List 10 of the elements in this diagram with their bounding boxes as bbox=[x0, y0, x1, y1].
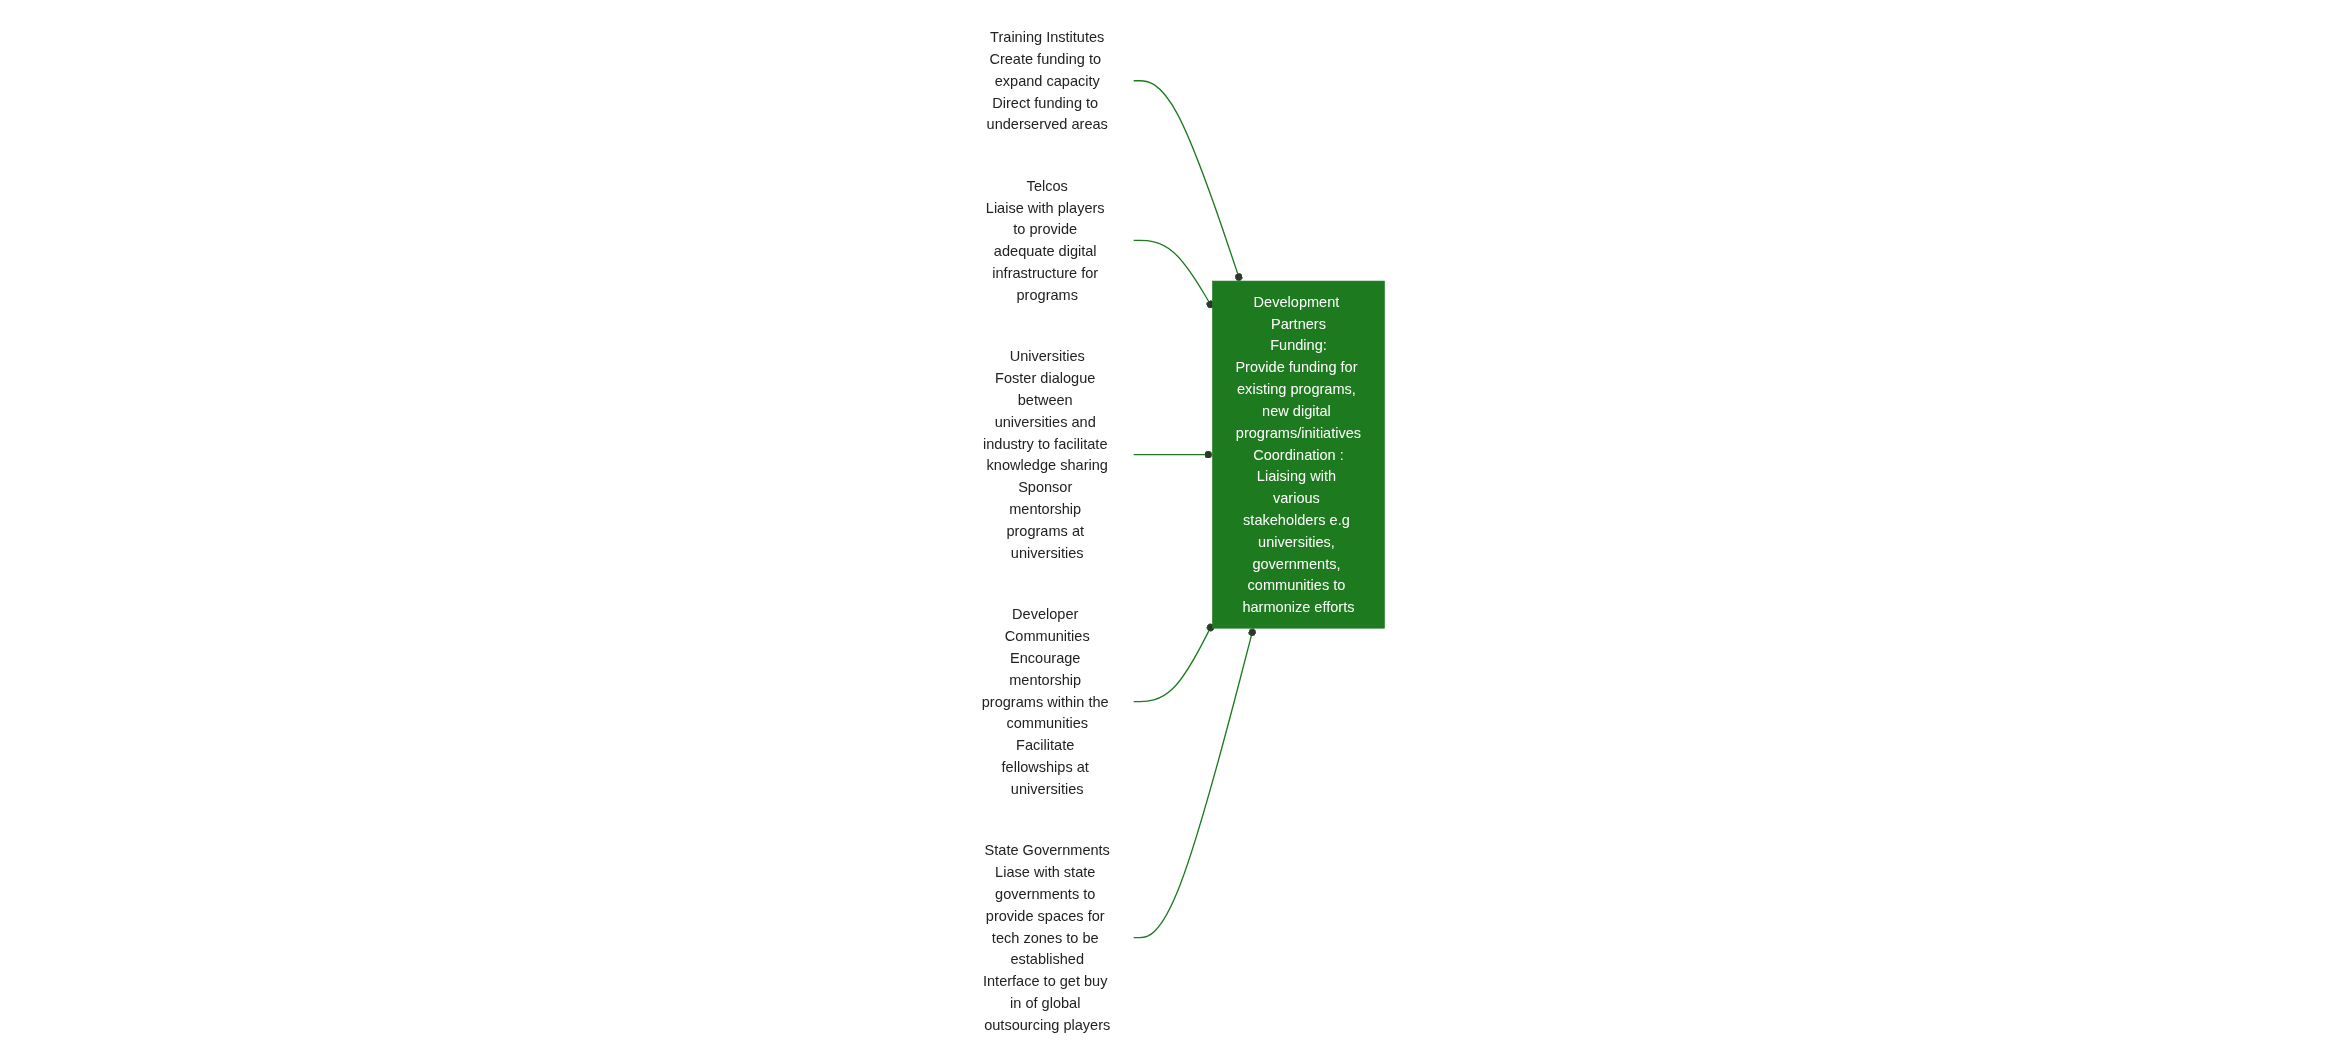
connector bbox=[1132, 622, 1215, 703]
connector bbox=[1132, 627, 1257, 939]
connector bbox=[1132, 80, 1243, 282]
node-box: Development Partners Funding: Provide funding for existing programs, new digital programs/initiatives Coordination : Liaising with various stakeholders e.g universities, governments, communities to harmonize efforts bbox=[1212, 280, 1385, 629]
node-text: Universities Foster dialogue between universities and industry to facilitate knowledge sharing Sponsor mentorship programs at universities bbox=[983, 348, 1109, 562]
node-text: State Governments Liase with state governments to provide spaces for tech zones to be established Interface to get buy in of global outsourcing players bbox=[983, 842, 1111, 1034]
node-text: Telcos Liaise with players to provide adequate digital infrastructure for programs bbox=[985, 177, 1105, 304]
node-text: Developer Communities Encourage mentorship programs within the communities Facilitate fellowships at universities bbox=[981, 606, 1109, 798]
node-text: Training Institutes Create funding to expand capacity Direct funding to underserved areas bbox=[986, 28, 1109, 133]
connector bbox=[1132, 450, 1214, 459]
